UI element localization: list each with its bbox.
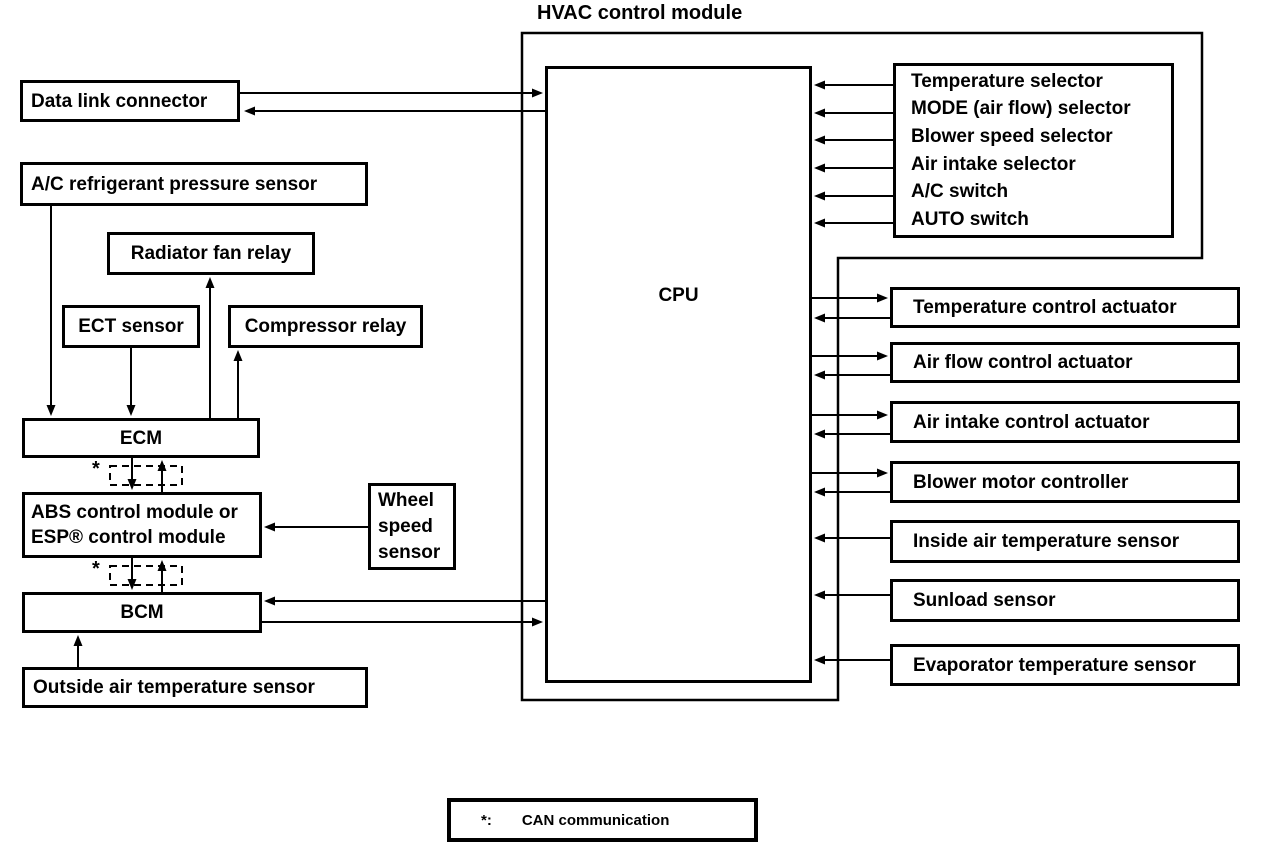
temperature-control-actuator-label: Temperature control actuator bbox=[913, 297, 1177, 318]
ecm-label: ECM bbox=[119, 427, 163, 449]
edge-cpu-to-air-flow-actuator bbox=[812, 351, 888, 361]
ac-refrigerant-pressure-sensor-label: A/C refrigerant pressure sensor bbox=[31, 173, 318, 195]
node-air-intake-control-actuator: Air intake control actuator bbox=[890, 401, 1240, 443]
edge-temperature-actuator-to-cpu bbox=[814, 313, 890, 323]
selector-panel-label: A/C switch bbox=[911, 181, 1009, 203]
edge-ecm-to-radiator-fan-relay bbox=[205, 277, 215, 418]
edge-cpu-to-air-intake-actuator bbox=[812, 410, 888, 420]
node-ac-refrigerant-pressure-sensor: A/C refrigerant pressure sensor bbox=[20, 162, 368, 206]
cpu-box: CPU bbox=[545, 66, 812, 683]
edge-can-abs-to-bcm bbox=[127, 558, 137, 590]
node-outside-air-temperature-sensor: Outside air temperature sensor bbox=[22, 667, 368, 708]
edge-mode-selector-to-cpu bbox=[814, 108, 893, 118]
can-dashed-box bbox=[109, 465, 183, 486]
node-air-flow-control-actuator: Air flow control actuator bbox=[890, 342, 1240, 383]
edge-ect-sensor-to-ecm bbox=[126, 348, 136, 416]
legend-box: *: CAN communication bbox=[447, 798, 758, 842]
edge-ac-switch-to-cpu bbox=[814, 191, 893, 201]
can-dashed-box bbox=[109, 565, 183, 586]
edge-can-bcm-to-abs bbox=[157, 560, 167, 592]
node-inside-air-temperature-sensor: Inside air temperature sensor bbox=[890, 520, 1240, 563]
data-link-connector-label: Data link connector bbox=[31, 90, 208, 112]
blower-motor-controller-label: Blower motor controller bbox=[913, 471, 1129, 493]
edge-cpu-to-temperature-actuator bbox=[812, 293, 888, 303]
evaporator-temperature-sensor-label: Evaporator temperature sensor bbox=[913, 654, 1196, 676]
edge-wheel-speed-sensor-to-abs bbox=[264, 522, 368, 532]
edge-cpu-to-data-link-connector bbox=[244, 106, 545, 116]
node-compressor-relay: Compressor relay bbox=[228, 305, 423, 348]
node-bcm: BCM bbox=[22, 592, 262, 633]
node-wheel-speed-sensor: Wheel speed sensor bbox=[368, 483, 456, 570]
edge-ac-pressure-sensor-to-ecm bbox=[46, 206, 56, 416]
wheel-speed-sensor-label: Wheel bbox=[378, 489, 434, 511]
edge-air-flow-actuator-to-cpu bbox=[814, 370, 890, 380]
edge-blower-controller-to-cpu bbox=[814, 487, 890, 497]
edge-cpu-to-bcm bbox=[264, 596, 545, 606]
selector-panel-label: Air intake selector bbox=[911, 153, 1076, 175]
wheel-speed-sensor-label: speed bbox=[378, 515, 433, 537]
selector-panel-label: Blower speed selector bbox=[911, 125, 1113, 147]
bcm-label: BCM bbox=[120, 602, 164, 623]
sunload-sensor-label: Sunload sensor bbox=[913, 590, 1056, 611]
compressor-relay-label: Compressor relay bbox=[244, 316, 407, 337]
edge-air-intake-selector-to-cpu bbox=[814, 163, 893, 173]
edge-evaporator-sensor-to-cpu bbox=[814, 655, 890, 665]
selector-panel-label: AUTO switch bbox=[911, 208, 1029, 230]
node-data-link-connector: Data link connector bbox=[20, 80, 240, 122]
legend-asterisk: *: bbox=[481, 811, 492, 829]
node-ecm: ECM bbox=[22, 418, 260, 458]
diagram-title: HVAC control module bbox=[537, 2, 743, 24]
air-flow-control-actuator-label: Air flow control actuator bbox=[913, 352, 1133, 373]
edge-sunload-sensor-to-cpu bbox=[814, 590, 890, 600]
abs-or-esp-control-module-label: ESP® control module bbox=[31, 527, 226, 548]
node-temperature-control-actuator: Temperature control actuator bbox=[890, 287, 1240, 328]
abs-or-esp-control-module-label: ABS control module or bbox=[31, 502, 238, 523]
legend-label: CAN communication bbox=[521, 811, 670, 829]
edge-auto-switch-to-cpu bbox=[814, 218, 893, 228]
edge-data-link-connector-to-cpu bbox=[240, 88, 543, 98]
edge-bcm-to-cpu bbox=[262, 617, 543, 627]
can-asterisk: * bbox=[92, 558, 100, 580]
selector-panel-label: Temperature selector bbox=[911, 70, 1103, 92]
radiator-fan-relay-label: Radiator fan relay bbox=[130, 243, 292, 264]
outside-air-temperature-sensor-label: Outside air temperature sensor bbox=[33, 677, 315, 698]
can-asterisk: * bbox=[92, 458, 100, 480]
node-abs-or-esp-control-module: ABS control module or ESP® control module bbox=[22, 492, 262, 558]
node-radiator-fan-relay: Radiator fan relay bbox=[107, 232, 315, 275]
node-blower-motor-controller: Blower motor controller bbox=[890, 461, 1240, 503]
edge-inside-air-sensor-to-cpu bbox=[814, 533, 890, 543]
inside-air-temperature-sensor-label: Inside air temperature sensor bbox=[913, 531, 1180, 552]
node-evaporator-temperature-sensor: Evaporator temperature sensor bbox=[890, 644, 1240, 686]
air-intake-control-actuator-label: Air intake control actuator bbox=[913, 411, 1150, 433]
edge-outside-air-sensor-to-bcm bbox=[73, 635, 83, 667]
edge-blower-selector-to-cpu bbox=[814, 135, 893, 145]
edge-can-abs-to-ecm bbox=[157, 460, 167, 492]
edge-ecm-to-compressor-relay bbox=[233, 350, 243, 418]
node-sunload-sensor: Sunload sensor bbox=[890, 579, 1240, 622]
edge-can-ecm-to-abs bbox=[127, 458, 137, 490]
selector-panel-label: MODE (air flow) selector bbox=[911, 98, 1131, 120]
hvac-module-outline bbox=[520, 31, 1204, 702]
edge-temperature-selector-to-cpu bbox=[814, 80, 893, 90]
ect-sensor-label: ECT sensor bbox=[78, 316, 184, 337]
node-ect-sensor: ECT sensor bbox=[62, 305, 200, 348]
wheel-speed-sensor-label: sensor bbox=[378, 541, 441, 563]
edge-air-intake-actuator-to-cpu bbox=[814, 429, 890, 439]
cpu-label: CPU bbox=[658, 285, 699, 306]
edge-cpu-to-blower-controller bbox=[812, 468, 888, 478]
